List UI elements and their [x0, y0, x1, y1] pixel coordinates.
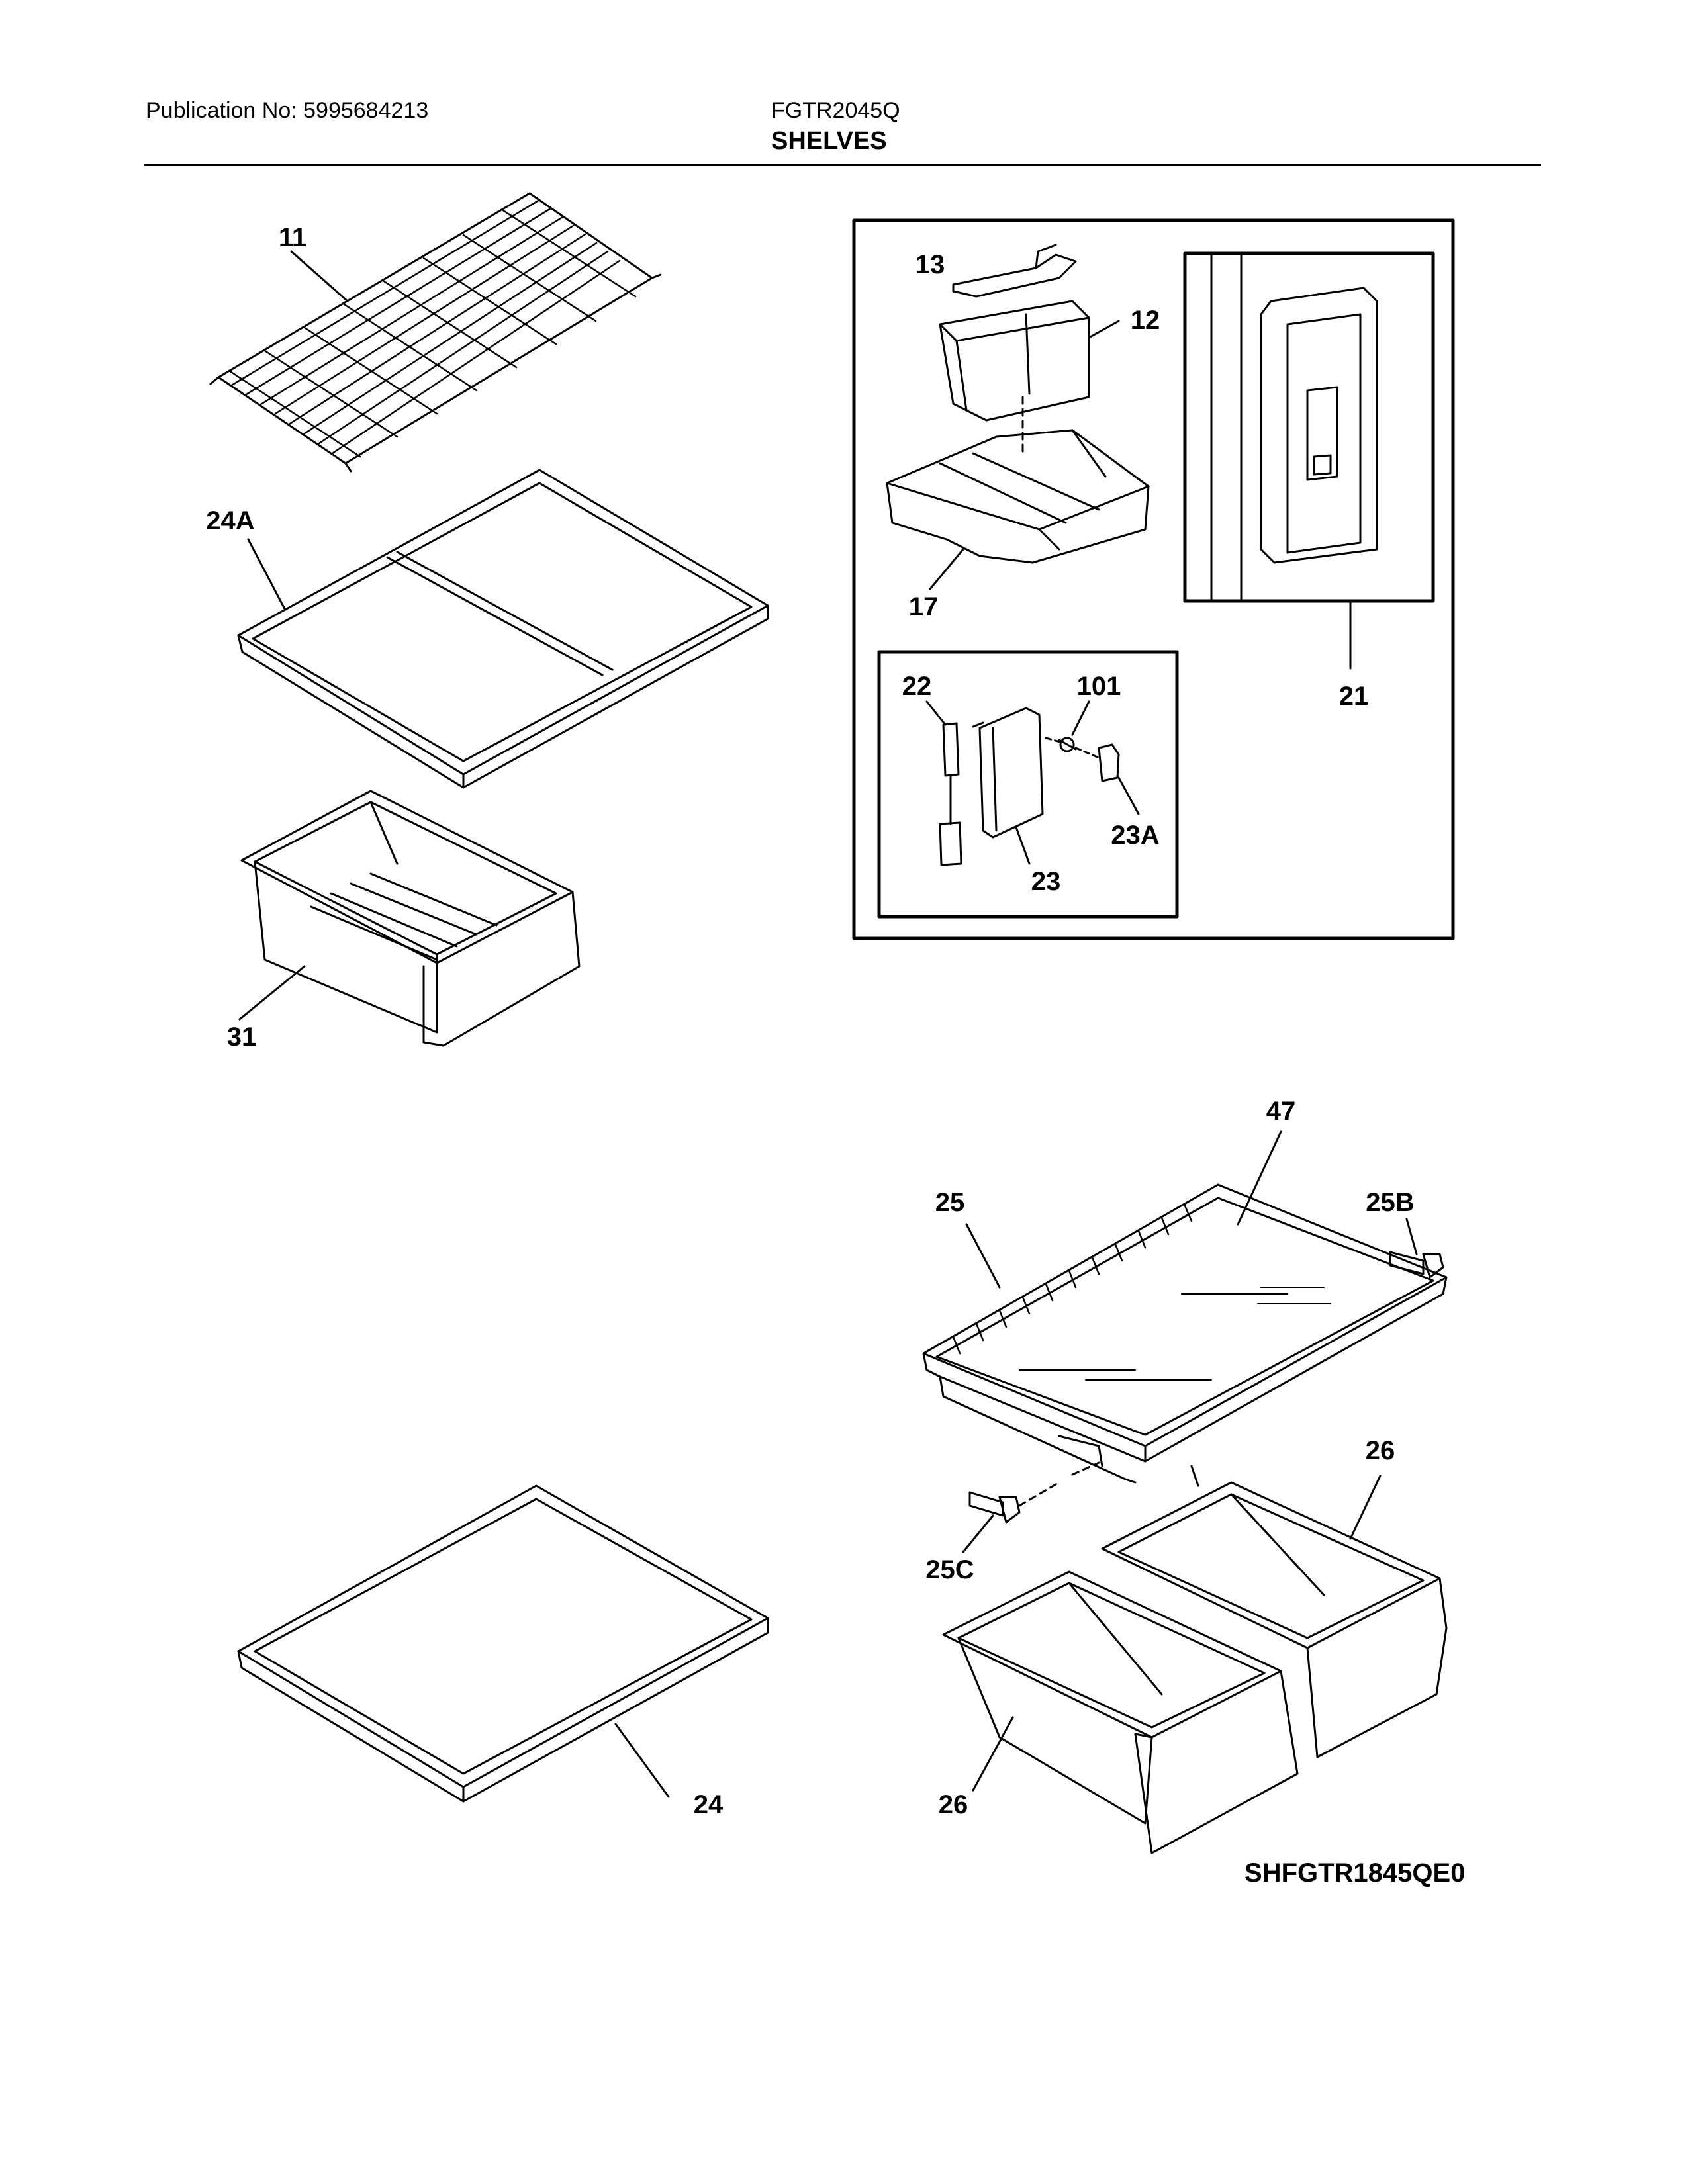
handle-part-13 — [952, 244, 1077, 298]
leader-25B — [1405, 1218, 1418, 1255]
leader-22 — [925, 700, 947, 726]
ice-tray-part-17 — [886, 429, 1150, 564]
leader-31 — [238, 965, 306, 1021]
glass-shelf-part-24 — [237, 1484, 769, 1803]
callout-13: 13 — [915, 250, 945, 279]
leader-25C — [962, 1514, 994, 1553]
callout-26-rear: 26 — [1366, 1436, 1395, 1465]
shelf-support-part-25B — [1389, 1251, 1444, 1279]
leader-26-front — [972, 1716, 1014, 1792]
cover-clip-part-23A — [1098, 743, 1120, 782]
callout-23A: 23A — [1111, 821, 1159, 850]
glass-shelf-part-24A — [237, 469, 769, 789]
leader-24 — [614, 1723, 670, 1798]
callout-31: 31 — [227, 1023, 257, 1052]
section-title: SHELVES — [771, 127, 887, 155]
leader-101 — [1071, 700, 1090, 736]
light-cover-part-23 — [972, 707, 1044, 839]
callout-101: 101 — [1077, 672, 1121, 701]
callout-12: 12 — [1131, 306, 1160, 335]
leader-12 — [1088, 320, 1120, 339]
callout-24A: 24A — [206, 506, 254, 535]
callout-22: 22 — [902, 672, 932, 701]
leader-47 — [1237, 1130, 1282, 1226]
callout-11: 11 — [279, 223, 306, 252]
wire-shelf-part-11 — [209, 192, 662, 473]
callout-25B: 25B — [1366, 1188, 1414, 1217]
callout-21: 21 — [1339, 682, 1369, 711]
light-housing-frame — [1183, 251, 1435, 603]
shelf-support-part-25C — [968, 1491, 1021, 1524]
leader-17 — [929, 548, 964, 590]
screw-part-101 — [1058, 737, 1077, 752]
leader-25 — [965, 1223, 1001, 1289]
assembly-dash-101 — [1045, 737, 1100, 759]
leader-26-rear — [1349, 1475, 1382, 1540]
crisper-drawer-part-31 — [240, 790, 581, 1047]
callout-25C: 25C — [925, 1555, 974, 1584]
callout-24: 24 — [694, 1790, 724, 1819]
callout-17: 17 — [909, 592, 939, 621]
assembly-dash-25C — [1018, 1461, 1100, 1507]
ice-bucket-part-12 — [939, 300, 1090, 422]
model-number: FGTR2045Q — [771, 98, 900, 123]
crisper-cover-part-25 — [922, 1183, 1448, 1487]
publication-number: Publication No: 5995684213 — [146, 98, 429, 123]
leader-11 — [290, 250, 349, 302]
crisper-drawer-part-26-front — [942, 1570, 1299, 1854]
light-bulb-part-22 — [939, 722, 962, 866]
crisper-drawer-part-26-rear — [1101, 1481, 1448, 1758]
ice-dispenser-group-frame — [852, 218, 1455, 940]
light-assembly-frame — [877, 650, 1179, 919]
leader-24A — [247, 538, 286, 610]
callout-25: 25 — [935, 1188, 965, 1217]
callout-47: 47 — [1266, 1097, 1296, 1126]
light-switch-part-21 — [1210, 252, 1378, 602]
header-rule — [144, 164, 1541, 166]
leader-23 — [1015, 826, 1031, 865]
leader-23A — [1117, 776, 1140, 815]
diagram-code: SHFGTR1845QE0 — [1244, 1858, 1466, 1888]
callout-26-front: 26 — [939, 1790, 968, 1819]
callout-23: 23 — [1031, 867, 1061, 896]
